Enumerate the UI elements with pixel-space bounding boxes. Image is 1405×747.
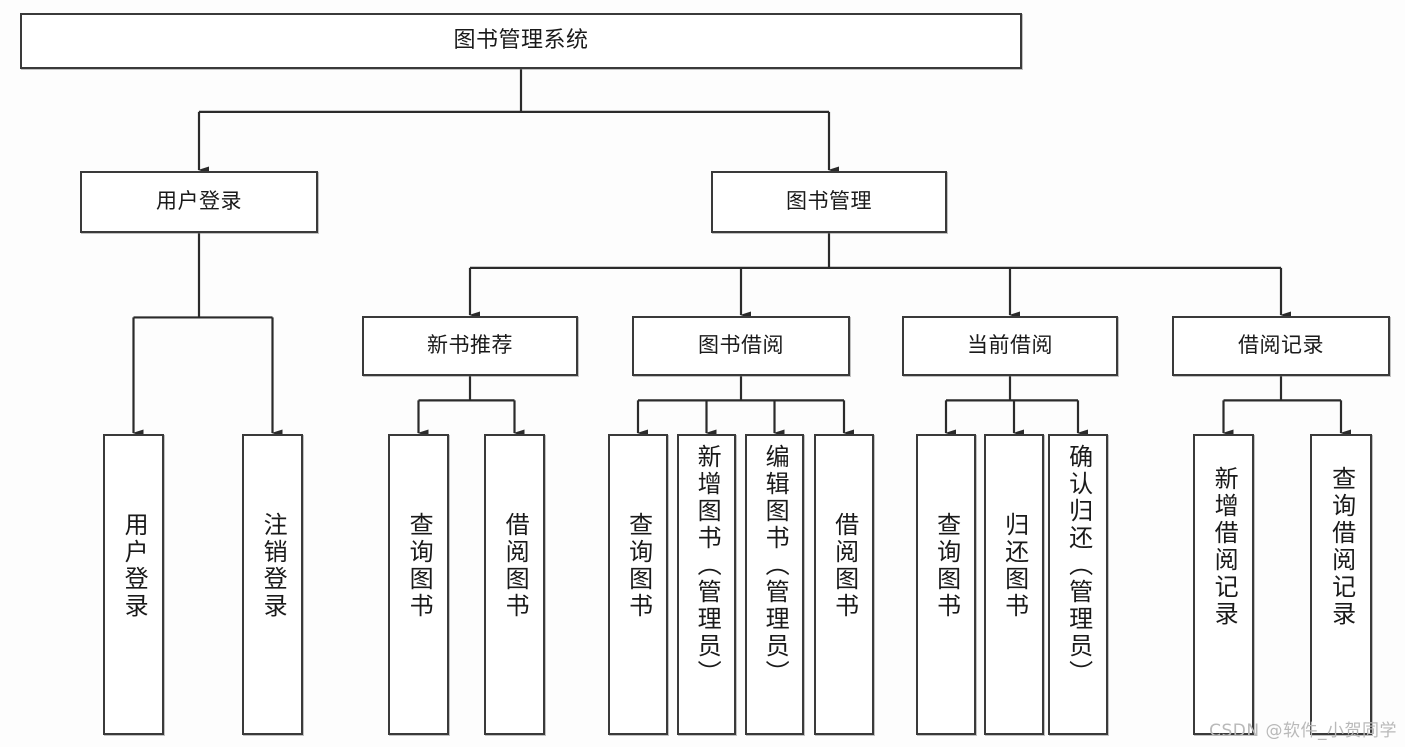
node-leaf-query-record-label: 查询借阅记录 <box>1327 466 1356 628</box>
node-root-label: 图书管理系统 <box>453 27 589 53</box>
node-book-manage[interactable]: 图书管理 <box>711 171 947 233</box>
node-leaf-logout-label: 注销登录 <box>259 512 288 620</box>
node-leaf-return-book-label: 归还图书 <box>1000 512 1029 620</box>
node-leaf-add-record[interactable]: 新增借阅记录 <box>1193 434 1254 735</box>
node-current-borrow[interactable]: 当前借阅 <box>902 316 1118 376</box>
node-borrow-record-label: 借阅记录 <box>1238 333 1324 358</box>
node-book-manage-label: 图书管理 <box>786 189 872 214</box>
node-leaf-edit-book-label: 编辑图书（管理员） <box>761 444 790 687</box>
node-new-book-rec[interactable]: 新书推荐 <box>362 316 578 376</box>
node-book-borrow[interactable]: 图书借阅 <box>632 316 850 376</box>
node-leaf-borrow-book-2[interactable]: 借阅图书 <box>814 434 874 735</box>
node-leaf-edit-book[interactable]: 编辑图书（管理员） <box>745 434 804 735</box>
node-borrow-record[interactable]: 借阅记录 <box>1172 316 1390 376</box>
node-leaf-query-record[interactable]: 查询借阅记录 <box>1310 434 1372 735</box>
node-book-borrow-label: 图书借阅 <box>698 333 784 358</box>
node-leaf-query-book-3-label: 查询图书 <box>932 512 961 620</box>
node-leaf-query-book-2[interactable]: 查询图书 <box>608 434 668 735</box>
watermark: CSDN @软件_小贺同学 <box>1209 721 1397 741</box>
node-current-borrow-label: 当前借阅 <box>967 333 1053 358</box>
node-user-login[interactable]: 用户登录 <box>80 171 318 233</box>
node-leaf-return-book[interactable]: 归还图书 <box>984 434 1044 735</box>
node-leaf-add-record-label: 新增借阅记录 <box>1210 466 1239 628</box>
node-leaf-logout[interactable]: 注销登录 <box>242 434 303 735</box>
node-user-login-label: 用户登录 <box>156 189 242 214</box>
node-leaf-add-book[interactable]: 新增图书（管理员） <box>677 434 736 735</box>
node-leaf-confirm-return[interactable]: 确认归还（管理员） <box>1048 434 1108 735</box>
node-root[interactable]: 图书管理系统 <box>20 13 1022 69</box>
node-leaf-borrow-book-1[interactable]: 借阅图书 <box>484 434 545 735</box>
node-leaf-confirm-return-label: 确认归还（管理员） <box>1064 444 1093 687</box>
node-new-book-rec-label: 新书推荐 <box>427 333 513 358</box>
node-leaf-query-book-2-label: 查询图书 <box>624 512 653 620</box>
node-leaf-query-book-3[interactable]: 查询图书 <box>916 434 976 735</box>
node-leaf-borrow-book-1-label: 借阅图书 <box>501 512 530 620</box>
node-leaf-user-login-label: 用户登录 <box>120 512 149 620</box>
node-leaf-query-book-1-label: 查询图书 <box>405 512 434 620</box>
node-leaf-borrow-book-2-label: 借阅图书 <box>830 512 859 620</box>
node-leaf-add-book-label: 新增图书（管理员） <box>693 444 722 687</box>
node-leaf-query-book-1[interactable]: 查询图书 <box>388 434 449 735</box>
node-leaf-user-login[interactable]: 用户登录 <box>103 434 164 735</box>
